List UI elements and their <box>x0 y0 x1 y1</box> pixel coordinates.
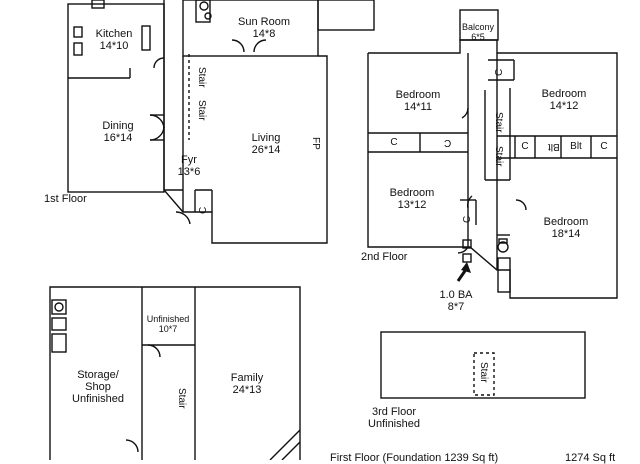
family-label: Family 24*13 <box>231 372 263 396</box>
total-area-note: 1274 Sq ft <box>565 452 616 464</box>
storage-label: Storage/ Shop Unfinished <box>72 369 124 405</box>
closet-sw: C <box>462 215 473 223</box>
storage-line2: Shop <box>85 381 111 393</box>
built-in-b: Blt <box>570 141 582 152</box>
bedroom-sw-label: Bedroom 13*12 <box>390 187 435 211</box>
family-name: Family <box>230 372 264 384</box>
dining-size: 16*14 <box>103 132 133 144</box>
bath-label: 1.0 BA 8*7 <box>439 289 472 313</box>
third-floor-title: 3rd Floor <box>371 406 417 418</box>
sunroom-name: Sun Room <box>238 16 290 28</box>
second-floor-stair-b: Stair <box>493 146 504 167</box>
basement-stair: Stair <box>176 388 187 409</box>
unfinished-room-label: Unfinished 10*7 <box>147 314 190 334</box>
second-floor-walls <box>367 9 618 299</box>
closet-ne-b: C <box>600 141 608 152</box>
first-floor-stair-b: Stair <box>196 100 207 121</box>
living-size: 26*14 <box>251 144 281 156</box>
balcony-label: Balcony 6*5 <box>462 22 494 42</box>
bedroom-ne-name: Bedroom <box>541 88 587 100</box>
foyer-size: 13*6 <box>177 166 201 178</box>
bath-size: 8*7 <box>447 301 465 313</box>
unfinished-room-size: 10*7 <box>158 324 178 334</box>
bedroom-sw-name: Bedroom <box>389 187 435 199</box>
first-floor-stair-a: Stair <box>196 67 207 88</box>
basement-walls <box>49 286 301 460</box>
closet-nw-a: C <box>390 137 398 148</box>
sunroom-label: Sun Room 14*8 <box>238 16 290 40</box>
dining-label: Dining 16*14 <box>102 120 133 144</box>
foyer-label: Fyr 13*6 <box>178 154 201 178</box>
foyer-closet-label: C <box>198 206 209 214</box>
bedroom-se-name: Bedroom <box>543 216 589 228</box>
kitchen-name: Kitchen <box>95 28 133 40</box>
balcony-name: Balcony <box>461 22 495 32</box>
third-floor-stair: Stair <box>478 362 489 383</box>
balcony-size: 6*5 <box>471 32 485 42</box>
foyer-name: Fyr <box>181 154 197 166</box>
closet-ne-a: C <box>521 141 529 152</box>
bedroom-se-size: 18*14 <box>551 228 581 240</box>
third-floor-subtitle: Unfinished <box>368 418 420 430</box>
fireplace-label: FP <box>310 137 321 150</box>
bath-name: 1.0 BA <box>439 289 473 301</box>
first-floor-title: 1st Floor <box>44 193 87 205</box>
family-size: 24*13 <box>232 384 262 396</box>
storage-line1: Storage/ <box>77 369 119 381</box>
living-label: Living 26*14 <box>252 132 281 156</box>
built-in-a: Blt <box>548 141 560 152</box>
first-floor-area-note: First Floor (Foundation 1239 Sq ft) <box>330 452 499 464</box>
first-floor-walls <box>67 0 375 244</box>
storage-line3: Unfinished <box>72 393 124 405</box>
bedroom-sw-size: 13*12 <box>397 199 427 211</box>
bedroom-ne-size: 14*12 <box>549 100 579 112</box>
bedroom-nw-label: Bedroom 14*11 <box>396 89 441 113</box>
bedroom-ne-label: Bedroom 14*12 <box>542 88 587 112</box>
sunroom-size: 14*8 <box>252 28 276 40</box>
closet-balcony: C <box>494 68 505 76</box>
closet-nw-b: C <box>444 137 452 148</box>
bedroom-se-label: Bedroom 18*14 <box>544 216 589 240</box>
second-floor-stair-a: Stair <box>493 112 504 133</box>
bath-pointer-arrow <box>456 262 471 282</box>
second-floor-title: 2nd Floor <box>361 251 408 263</box>
living-name: Living <box>251 132 281 144</box>
third-floor-walls <box>380 331 586 399</box>
kitchen-size: 14*10 <box>99 40 129 52</box>
bedroom-nw-size: 14*11 <box>404 101 432 113</box>
kitchen-label: Kitchen 14*10 <box>96 28 133 52</box>
third-floor-label: 3rd Floor Unfinished <box>368 406 420 430</box>
bedroom-nw-name: Bedroom <box>395 89 441 101</box>
dining-name: Dining <box>102 120 134 132</box>
unfinished-room-name: Unfinished <box>146 314 190 324</box>
